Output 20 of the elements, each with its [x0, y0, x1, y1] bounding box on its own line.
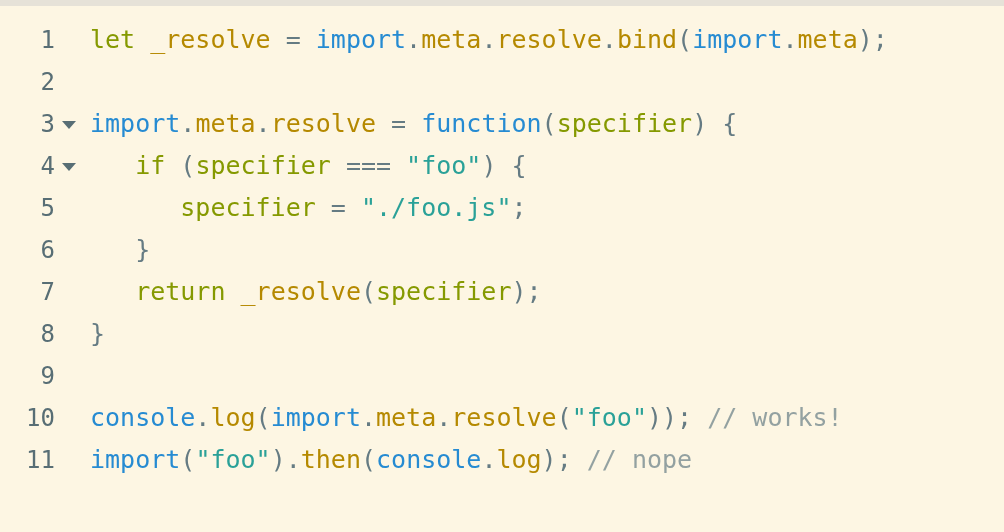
line-number: 4: [39, 151, 55, 181]
code-line: return _resolve(specifier);: [134, 277, 542, 307]
code-line: }: [90, 319, 106, 349]
line-number: 2: [39, 67, 55, 97]
line-number: 11: [25, 445, 55, 475]
code-line: let _resolve = import.meta.resolve.bind(import.meta);: [90, 25, 888, 55]
code-line: specifier = "./foo.js";: [179, 193, 527, 223]
line-number: 1: [39, 25, 55, 55]
code-line: import.meta.resolve = function(specifier) {: [90, 109, 738, 139]
line-number: 3: [39, 109, 55, 139]
line-number: 8: [39, 319, 55, 349]
line-number: 7: [39, 277, 55, 307]
code-line: if (specifier === "foo") {: [134, 151, 527, 181]
line-number: 5: [39, 193, 55, 223]
code-line: }: [134, 235, 151, 265]
line-number: 9: [39, 361, 55, 391]
code-line: console.log(import.meta.resolve("foo")); // works!: [90, 403, 843, 433]
code-line: import("foo").then(console.log); // nope: [90, 445, 693, 475]
line-number: 10: [25, 403, 55, 433]
line-number: 6: [39, 235, 55, 265]
